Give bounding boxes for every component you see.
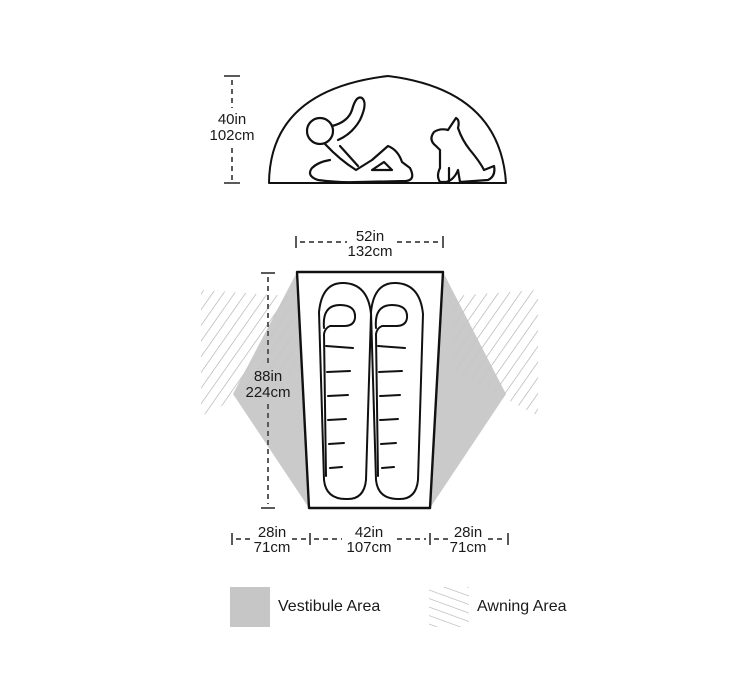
tent-floor-outline (295, 270, 445, 510)
head-width-in-label: 52in (356, 228, 384, 245)
height-in-label: 40in (218, 111, 246, 128)
foot-width-in-label: 42in (355, 524, 383, 541)
awning-area-right (452, 290, 538, 416)
left-vestibule-cm-label: 71cm (254, 539, 291, 556)
sleeping-bag-left (318, 281, 372, 501)
tent-dome-outline (268, 75, 507, 184)
foot-width-cm-label: 107cm (346, 539, 391, 556)
vestibule-area-right (430, 272, 506, 508)
height-dimension: 40in 102cm (209, 75, 255, 184)
length-cm-label: 224cm (245, 384, 290, 401)
height-cm-label: 102cm (209, 127, 254, 144)
legend-awning-label: Awning Area (477, 598, 567, 615)
legend-item-vestibule: Vestibule Area (230, 587, 380, 627)
vestibule-area-left (233, 272, 309, 508)
left-vestibule-in-label: 28in (258, 524, 286, 541)
head-width-cm-label: 132cm (347, 243, 392, 260)
length-in-label: 88in (254, 368, 282, 385)
vestibule-swatch (230, 587, 270, 627)
person-reclining-icon (305, 96, 414, 184)
bottom-dimensions: 28in 71cm 42in 107cm 28in 71cm (231, 524, 509, 556)
dog-sitting-icon (430, 116, 496, 184)
legend-item-awning: Awning Area (429, 587, 567, 627)
right-vestibule-cm-label: 71cm (450, 539, 487, 556)
head-width-dimension: 52in 132cm (295, 228, 444, 260)
legend: Vestibule Area Awning Area (230, 587, 567, 627)
right-vestibule-in-label: 28in (454, 524, 482, 541)
sleeping-bag-right (370, 281, 424, 501)
side-view: 40in 102cm (209, 75, 507, 184)
length-dimension: 88in 224cm (245, 272, 291, 509)
legend-vestibule-label: Vestibule Area (278, 598, 380, 615)
floor-plan: 52in 132cm 88in 224cm 28in 71cm 42in 107… (201, 228, 538, 556)
awning-swatch (429, 587, 469, 627)
